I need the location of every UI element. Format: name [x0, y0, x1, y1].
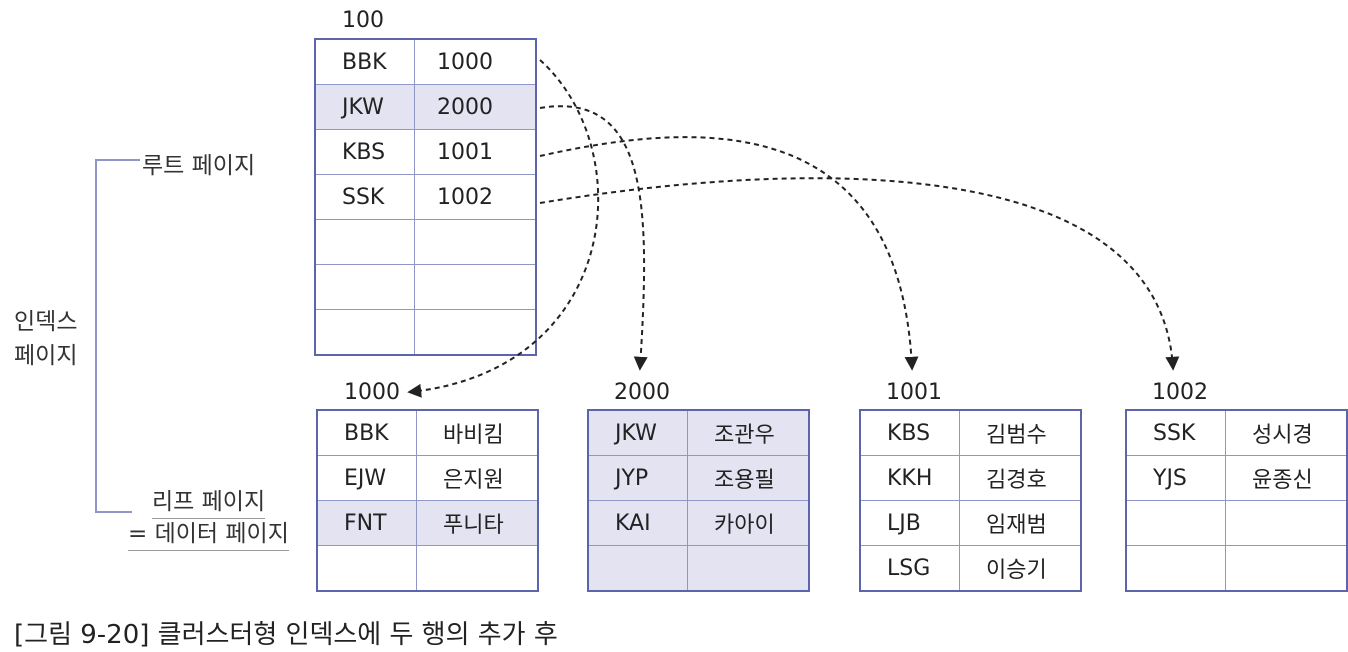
arrow-to-1001	[539, 136, 919, 371]
figure-caption: [그림 9-20] 클러스터형 인덱스에 두 행의 추가 후	[14, 620, 558, 650]
arrow-to-1000	[407, 59, 600, 398]
leaf-row	[1126, 500, 1347, 546]
leaf-name: 임재범	[959, 500, 1081, 546]
leaf-page-number: 1000	[344, 380, 400, 405]
leaf-key: JKW	[588, 410, 688, 456]
index-page-label-line1: 인덱스	[14, 309, 78, 335]
data-page-label: = 데이터 페이지	[128, 514, 289, 551]
leaf-key: SSK	[1126, 410, 1226, 456]
leaf-name: 성시경	[1225, 410, 1347, 456]
leaf-name: 이승기	[959, 545, 1081, 591]
arrow-to-2000	[539, 105, 648, 371]
leaf-page-number: 1002	[1152, 380, 1208, 405]
root-key	[315, 309, 415, 355]
root-pointer: 2000	[414, 84, 536, 130]
leaf-key: JYP	[588, 455, 688, 501]
leaf-key	[317, 545, 417, 591]
root-key: BBK	[315, 39, 415, 85]
leaf-key	[588, 545, 688, 591]
root-page-number: 100	[342, 8, 384, 33]
root-row	[315, 264, 536, 310]
leaf-key: LJB	[860, 500, 960, 546]
leaf-key: KAI	[588, 500, 688, 546]
leaf-name: 푸니타	[416, 500, 538, 546]
leaf-key: EJW	[317, 455, 417, 501]
arrow-to-1002	[539, 177, 1180, 371]
leaf-name	[687, 545, 809, 591]
leaf-name	[1225, 545, 1347, 591]
leaf-name: 카아이	[687, 500, 809, 546]
leaf-name: 윤종신	[1225, 455, 1347, 501]
root-pointer: 1000	[414, 39, 536, 85]
leaf-page-number: 1001	[886, 380, 942, 405]
leaf-page-number: 2000	[614, 380, 670, 405]
root-pointer: 1001	[414, 129, 536, 175]
root-row	[315, 219, 536, 265]
leaf-name: 바비킴	[416, 410, 538, 456]
root-row	[315, 309, 536, 355]
leaf-name: 김범수	[959, 410, 1081, 456]
index-page-label-line2: 페이지	[14, 343, 78, 369]
leaf-key: KBS	[860, 410, 960, 456]
leaf-row	[317, 545, 538, 591]
root-pointer: 1002	[414, 174, 536, 220]
root-pointer	[414, 219, 536, 265]
leaf-name	[1225, 500, 1347, 546]
leaf-name: 조용필	[687, 455, 809, 501]
leaf-row	[1126, 545, 1347, 591]
leaf-key: BBK	[317, 410, 417, 456]
leaf-key: LSG	[860, 545, 960, 591]
root-key: KBS	[315, 129, 415, 175]
root-key	[315, 219, 415, 265]
leaf-row	[588, 545, 809, 591]
leaf-key: FNT	[317, 500, 417, 546]
leaf-name	[416, 545, 538, 591]
leaf-page-label: 리프 페이지	[152, 482, 266, 519]
root-pointer	[414, 309, 536, 355]
leaf-name: 조관우	[687, 410, 809, 456]
leaf-name: 은지원	[416, 455, 538, 501]
root-page-label: 루트 페이지	[142, 153, 256, 179]
